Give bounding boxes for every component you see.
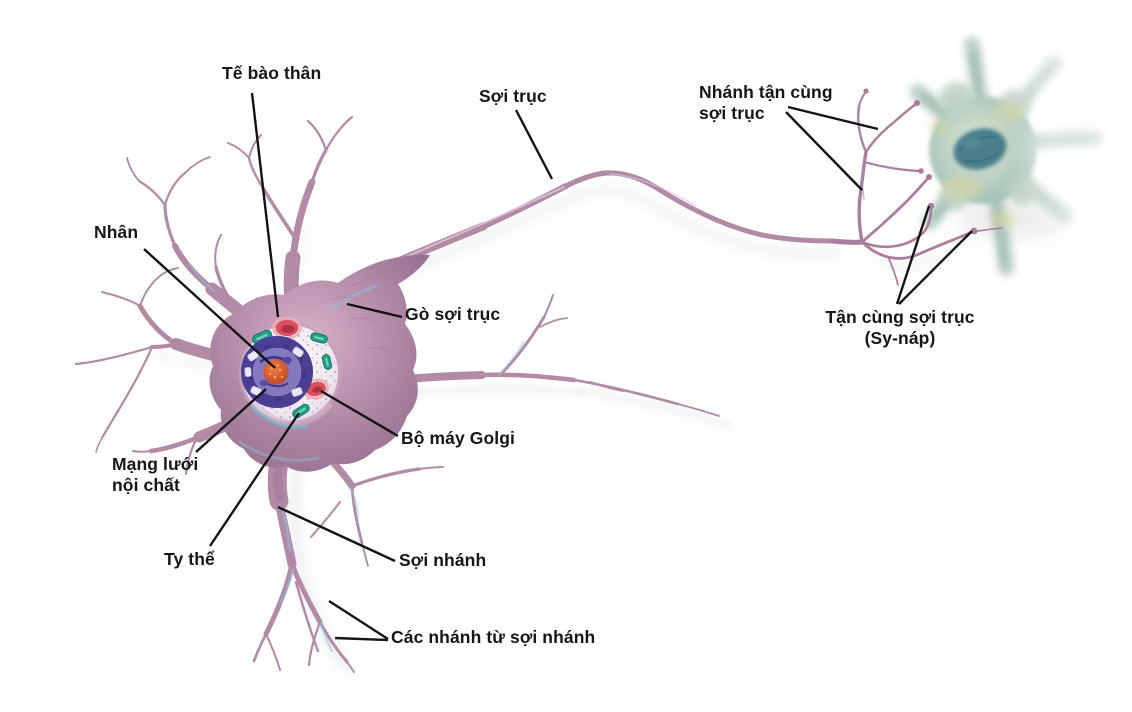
label-golgi-line: Bộ máy Golgi [401, 428, 515, 448]
target-cell-nucleus [953, 128, 1007, 170]
label-hillock-line: Gò sợi trục [405, 304, 501, 324]
label-axon-hillock: Gò sợi trục [405, 304, 500, 325]
label-mitochondrion: Ty thể [164, 549, 215, 570]
leader-axon [514, 109, 554, 180]
leader-dendrite-branches-1 [328, 599, 389, 641]
label-synapse-line-1: Tận cùng sợi trục [825, 307, 975, 327]
label-axon-terminal-synapse: Tận cùng sợi trục (Sy-náp) [810, 307, 990, 349]
leader-cell-body [250, 92, 280, 318]
label-er-line-2: nội chất [112, 475, 180, 495]
label-dendrite: Sợi nhánh [399, 550, 486, 571]
label-dendrite-line: Sợi nhánh [399, 550, 487, 570]
target-cell [910, 37, 1122, 276]
leader-axon-hillock [346, 302, 403, 319]
leader-golgi [320, 389, 399, 438]
label-axon-line: Sợi trục [479, 86, 547, 106]
leader-er [195, 388, 267, 453]
nucleolus-graphic [263, 359, 289, 385]
er-patches [244, 346, 304, 397]
label-synapse-line-2: (Sy-náp) [864, 328, 936, 348]
label-golgi: Bộ máy Golgi [401, 428, 515, 449]
label-endoplasmic-reticulum: Mạng lưới nội chất [112, 454, 198, 496]
leader-mitochondrion [209, 412, 300, 547]
leader-synapse-1 [895, 205, 931, 305]
leader-nucleus [143, 248, 276, 369]
leader-dendrite-branches-2 [334, 636, 389, 642]
leader-terminal-branch-2 [785, 111, 863, 191]
label-terminal-line-2: sợi trục [699, 103, 765, 123]
label-mito-line: Ty thể [164, 549, 215, 569]
label-nucleus-line: Nhân [94, 222, 139, 242]
label-axon-terminal-branches: Nhánh tận cùng sợi trục [699, 82, 833, 124]
label-er-line-1: Mạng lưới [112, 454, 199, 474]
cytoplasm-cutaway [239, 316, 341, 429]
leader-lines [143, 92, 973, 642]
label-nucleus: Nhân [94, 222, 138, 243]
label-cell-body-line: Tế bào thân [222, 63, 322, 83]
leader-dendrite [277, 505, 396, 563]
label-axon: Sợi trục [479, 86, 547, 107]
axon-terminal-arbor [829, 88, 1003, 286]
label-terminal-line-1: Nhánh tận cùng [699, 82, 833, 102]
label-dendrite-branches: Các nhánh từ sợi nhánh [391, 627, 595, 648]
label-cell-body: Tế bào thân [222, 63, 321, 84]
leader-synapse-2 [898, 230, 973, 305]
leader-terminal-branch-1 [787, 105, 879, 131]
label-dendrite-branches-line: Các nhánh từ sợi nhánh [391, 627, 596, 647]
